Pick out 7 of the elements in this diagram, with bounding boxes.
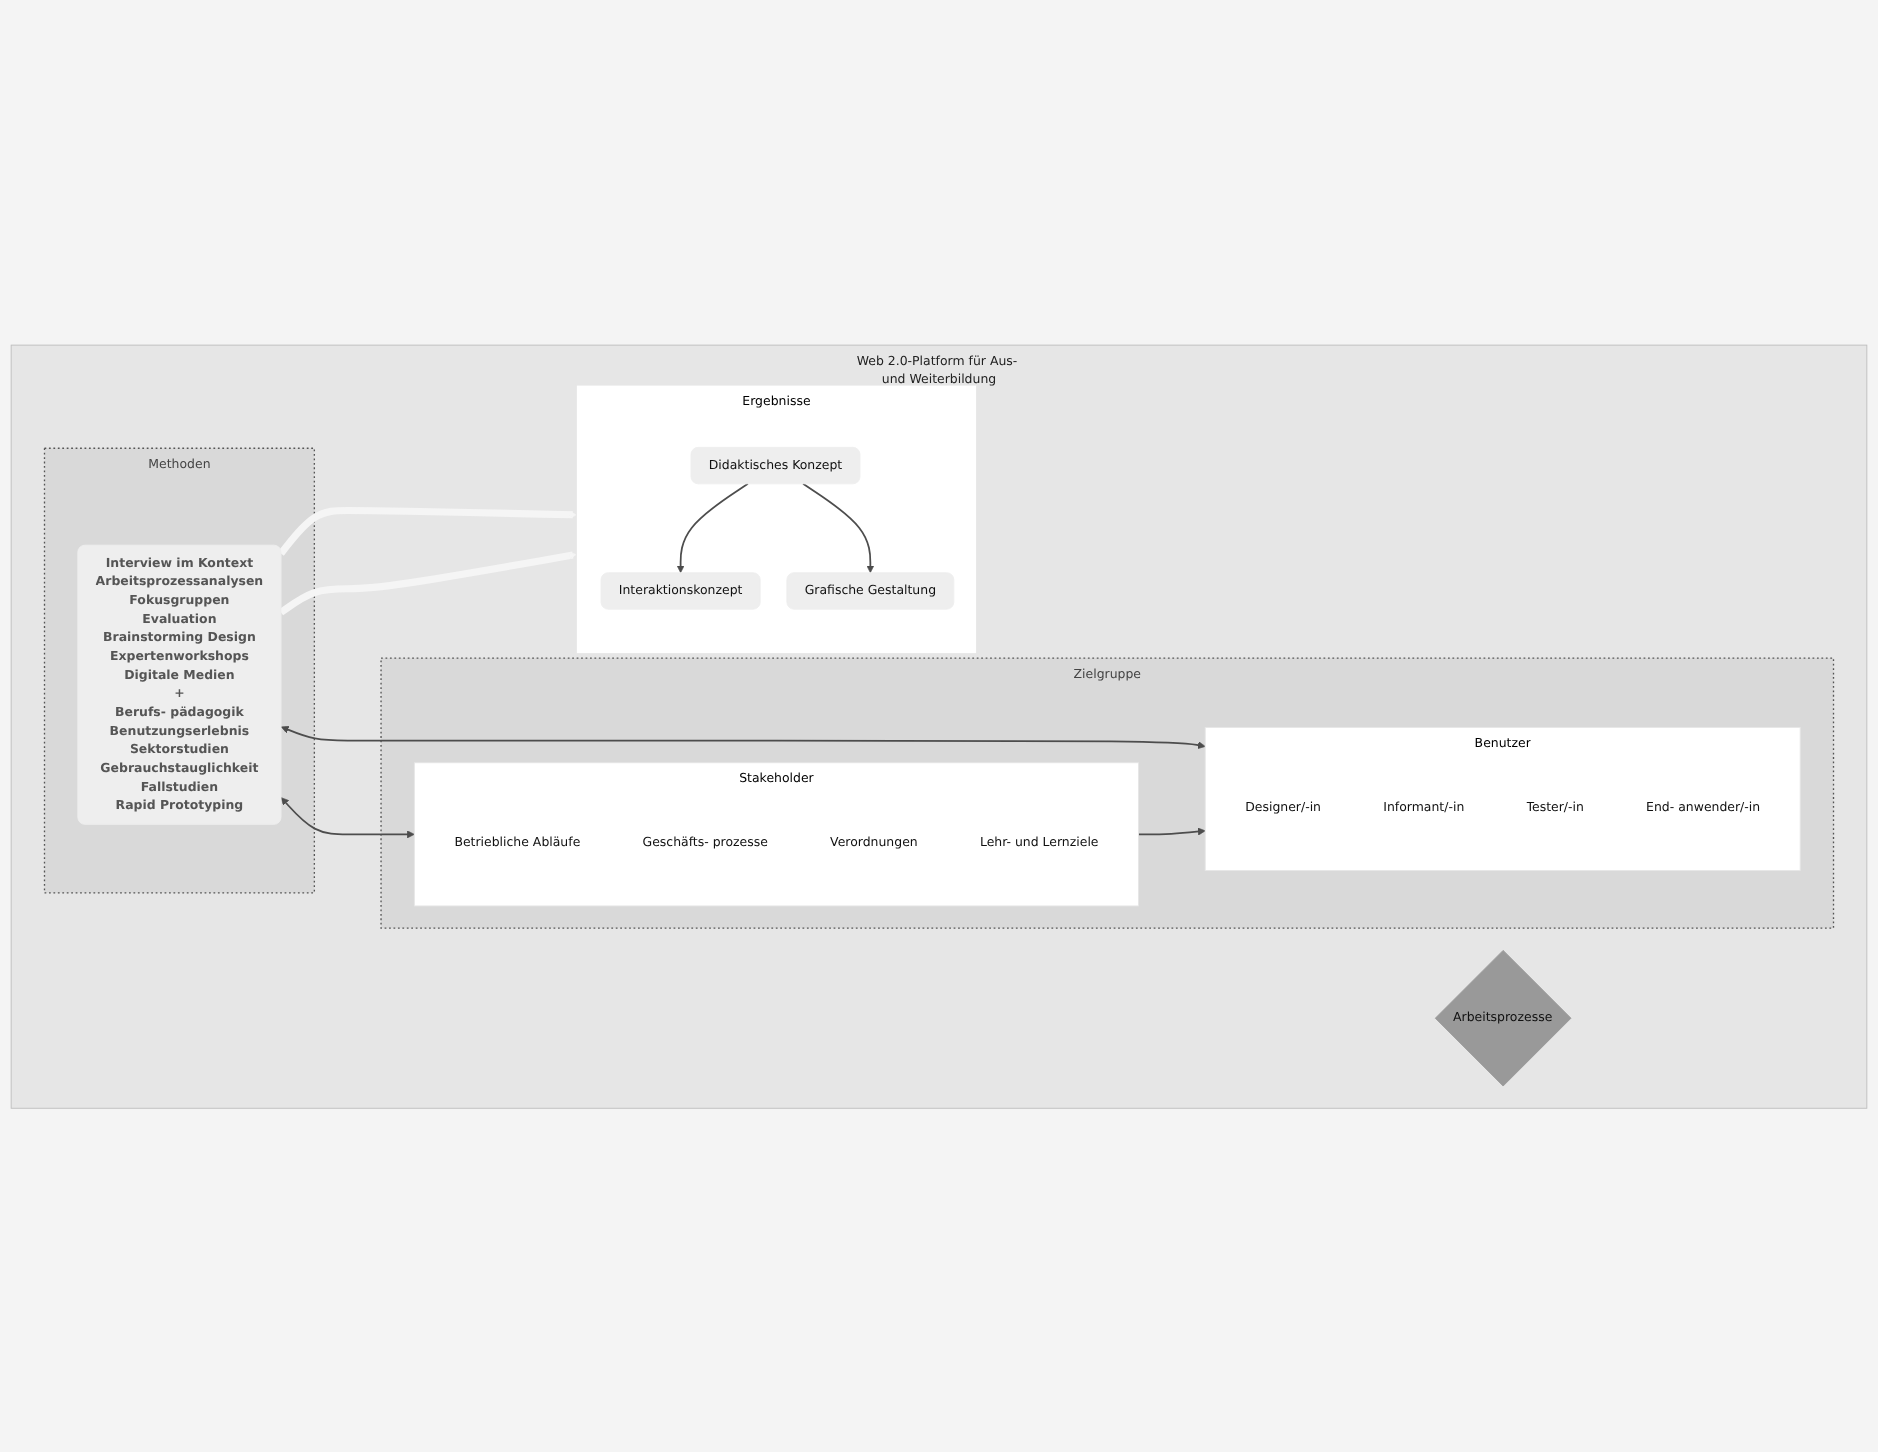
arrow (280, 796, 415, 838)
arrow (281, 725, 1206, 749)
arrow (1137, 826, 1206, 835)
arrow (676, 482, 749, 573)
arrow (278, 506, 577, 556)
arrow (802, 482, 875, 573)
arrow (278, 550, 577, 615)
